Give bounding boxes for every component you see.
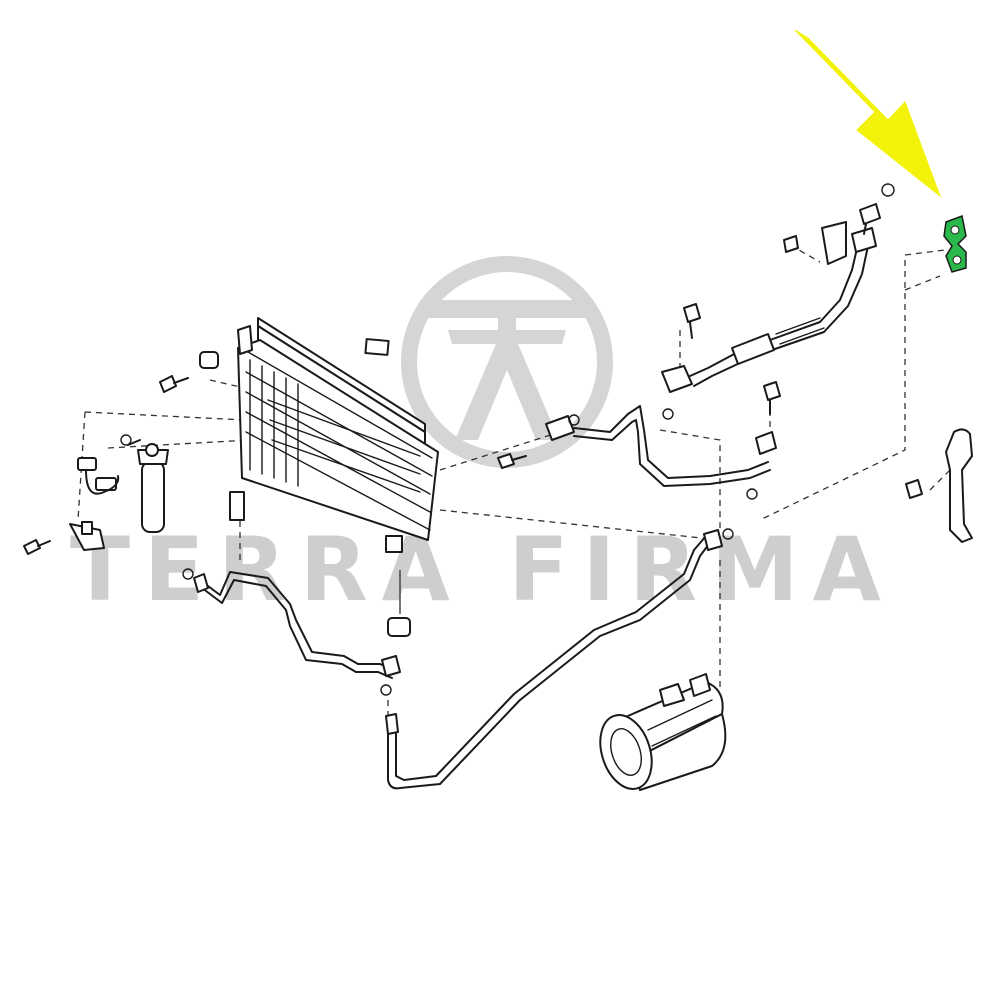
bolt-upper-mid xyxy=(683,303,701,339)
clip-left xyxy=(229,491,245,521)
condenser xyxy=(237,317,439,541)
evaporator-hose xyxy=(905,428,973,543)
bracket-upper-right xyxy=(783,221,847,265)
liquid-line-long xyxy=(385,528,734,790)
highlighted-gasket[interactable] xyxy=(943,214,967,273)
condenser-mount xyxy=(385,535,411,637)
discharge-pipe-mid xyxy=(545,405,777,500)
arrow-pointer-icon xyxy=(794,29,942,198)
receiver-drier xyxy=(120,434,169,533)
compressor xyxy=(599,673,727,791)
leader-lines xyxy=(77,244,951,720)
suction-pipe-upper xyxy=(661,183,895,393)
bolt-upper-left xyxy=(159,375,189,393)
rubber-mount xyxy=(199,351,219,369)
bolt-left xyxy=(23,539,51,555)
bracket xyxy=(69,521,105,551)
liquid-pipe-lower xyxy=(182,568,401,696)
pressure-switch xyxy=(77,457,120,495)
bolt-mid xyxy=(497,381,781,469)
